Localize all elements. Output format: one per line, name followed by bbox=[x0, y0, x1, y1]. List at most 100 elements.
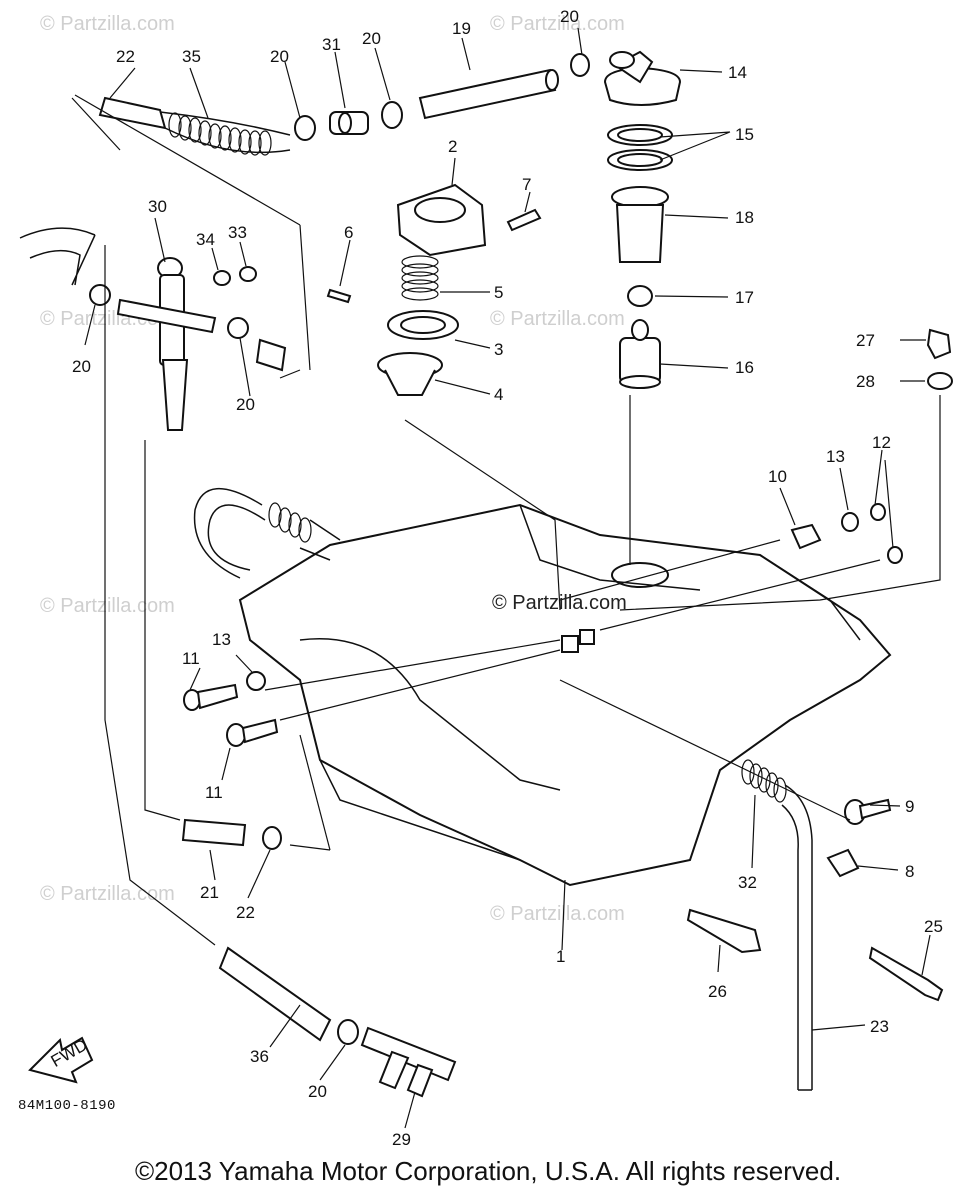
nut-26 bbox=[926, 328, 952, 360]
callout: 8 bbox=[905, 862, 914, 881]
callout: 10 bbox=[768, 467, 787, 486]
callout: 26 bbox=[708, 982, 727, 1001]
clip-10 bbox=[790, 523, 822, 550]
watermark-text: © Partzilla.com bbox=[40, 595, 175, 617]
callout: 22 bbox=[236, 903, 255, 922]
watermark-center: © Partzilla.com bbox=[492, 592, 627, 614]
callout: 3 bbox=[494, 340, 503, 359]
clamp-20-f bbox=[337, 1019, 359, 1045]
fitting-28 bbox=[329, 111, 369, 135]
callout: 14 bbox=[728, 63, 747, 82]
filler-cap-14 bbox=[603, 50, 682, 106]
callout: 11 bbox=[182, 649, 200, 668]
callout: 7 bbox=[522, 175, 531, 194]
watermark-text: © Partzilla.com bbox=[40, 13, 175, 35]
callout: 36 bbox=[250, 1047, 269, 1066]
callout: 30 bbox=[148, 197, 167, 216]
watermark-text: © Partzilla.com bbox=[490, 13, 625, 35]
callout: 20 bbox=[236, 395, 255, 414]
strap-24 bbox=[868, 946, 944, 1002]
callout: 13 bbox=[212, 630, 231, 649]
callout: 22 bbox=[116, 47, 135, 66]
clamp-20-b bbox=[381, 101, 403, 129]
fuel-valve-36 bbox=[116, 257, 217, 431]
spring-5 bbox=[401, 255, 439, 301]
forward-arrow-icon: FWD bbox=[28, 1035, 94, 1084]
callout: 35 bbox=[182, 47, 201, 66]
rings-15 bbox=[607, 124, 673, 171]
callout: 20 bbox=[560, 7, 579, 26]
washer-13-b bbox=[841, 512, 859, 532]
callout: 9 bbox=[905, 797, 914, 816]
clamp-20-d bbox=[89, 284, 111, 306]
hose-curved bbox=[19, 227, 96, 286]
callout: 5 bbox=[494, 283, 503, 302]
copyright-notice: ©2013 Yamaha Motor Corporation, U.S.A. A… bbox=[134, 1156, 842, 1186]
callout: 16 bbox=[735, 358, 754, 377]
seal-3 bbox=[387, 310, 459, 340]
watermark-text: © Partzilla.com bbox=[490, 903, 625, 925]
grommet-12-b bbox=[887, 546, 903, 564]
fuel-tank-1 bbox=[238, 503, 892, 887]
strap-25 bbox=[686, 908, 762, 954]
callout: 17 bbox=[735, 288, 754, 307]
callout: 34 bbox=[196, 230, 215, 249]
callout: 11 bbox=[205, 783, 223, 802]
strainer-18 bbox=[611, 186, 669, 263]
callout: 20 bbox=[72, 357, 91, 376]
callout: 31 bbox=[322, 35, 341, 54]
callout: 2 bbox=[448, 137, 457, 156]
callout: 1 bbox=[556, 947, 565, 966]
callout: 6 bbox=[344, 223, 353, 242]
cap-2 bbox=[396, 183, 487, 257]
washer-34 bbox=[239, 266, 257, 282]
drawing-code: 84M100-8190 bbox=[18, 1098, 116, 1114]
watermark-text: © Partzilla.com bbox=[40, 883, 175, 905]
leader-lines bbox=[84, 27, 931, 1129]
callout: 12 bbox=[872, 433, 891, 452]
callout: 33 bbox=[228, 223, 247, 242]
pin-7 bbox=[506, 208, 542, 232]
callout: 20 bbox=[362, 29, 381, 48]
washer-13-a bbox=[246, 671, 266, 691]
callout: 28 bbox=[856, 372, 875, 391]
clamp-20-e bbox=[227, 317, 249, 339]
plug-8 bbox=[826, 848, 860, 878]
hose-32 bbox=[218, 946, 332, 1042]
clamp-20-a bbox=[294, 115, 316, 141]
callout: 23 bbox=[870, 1017, 889, 1036]
clip-17 bbox=[627, 285, 653, 307]
hose-31-23 bbox=[741, 759, 813, 1091]
callout: 19 bbox=[452, 19, 471, 38]
clamp-22 bbox=[262, 826, 282, 850]
callout-labels: 22 35 20 31 20 19 20 14 15 18 17 16 2 7 … bbox=[72, 7, 943, 1149]
callout: 27 bbox=[856, 331, 875, 350]
watermark-text: © Partzilla.com bbox=[490, 308, 625, 330]
neck-4 bbox=[377, 352, 443, 396]
callout: 20 bbox=[308, 1082, 327, 1101]
callout: 20 bbox=[270, 47, 289, 66]
hose-short bbox=[255, 338, 287, 372]
guide-lines bbox=[71, 94, 941, 946]
callout: 29 bbox=[392, 1130, 411, 1149]
washer-27 bbox=[927, 372, 953, 390]
bolt-11-b bbox=[226, 718, 279, 747]
callout: 32 bbox=[738, 873, 757, 892]
hose-loop bbox=[193, 488, 341, 579]
bolt-11-a bbox=[183, 683, 239, 711]
fitting-16 bbox=[619, 319, 661, 389]
clamp-20-c bbox=[570, 53, 590, 77]
watermark-layer: © Partzilla.com © Partzilla.com © Partzi… bbox=[40, 13, 625, 925]
callout: 13 bbox=[826, 447, 845, 466]
callout: 4 bbox=[494, 385, 503, 404]
hose-21 bbox=[181, 818, 247, 847]
bolt-9 bbox=[844, 798, 892, 825]
washer-35 bbox=[213, 270, 231, 286]
grommet-12-a bbox=[870, 503, 886, 521]
callout: 25 bbox=[924, 917, 943, 936]
hose-19 bbox=[418, 68, 559, 120]
tee-fitting-30 bbox=[360, 1026, 457, 1098]
callout: 15 bbox=[735, 125, 754, 144]
